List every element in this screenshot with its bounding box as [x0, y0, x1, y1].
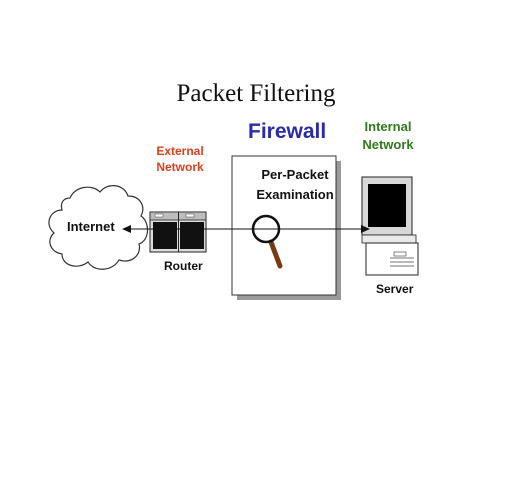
- server-icon: [361, 176, 419, 276]
- internet-label: Internet: [67, 219, 115, 234]
- external-network-line1: External: [156, 144, 204, 158]
- examination-line1: Per-Packet: [261, 167, 329, 182]
- magnifier-icon: [251, 214, 283, 269]
- examination-label: Per-Packet Examination: [252, 165, 338, 205]
- external-network-line2: Network: [156, 160, 204, 174]
- page-title: Packet Filtering: [176, 80, 336, 107]
- internet-cloud-icon: [48, 185, 149, 270]
- router-icon: [149, 211, 207, 253]
- connection-arrow: [122, 225, 370, 233]
- router-label: Router: [164, 259, 203, 273]
- firewall-label: Firewall: [248, 120, 327, 143]
- internal-network-line2: Network: [362, 137, 414, 152]
- external-network-label: External Network: [150, 143, 210, 175]
- server-label: Server: [376, 282, 414, 296]
- internal-network-label: Internal Network: [358, 118, 418, 154]
- examination-line2: Examination: [256, 187, 334, 202]
- internal-network-line1: Internal: [364, 119, 412, 134]
